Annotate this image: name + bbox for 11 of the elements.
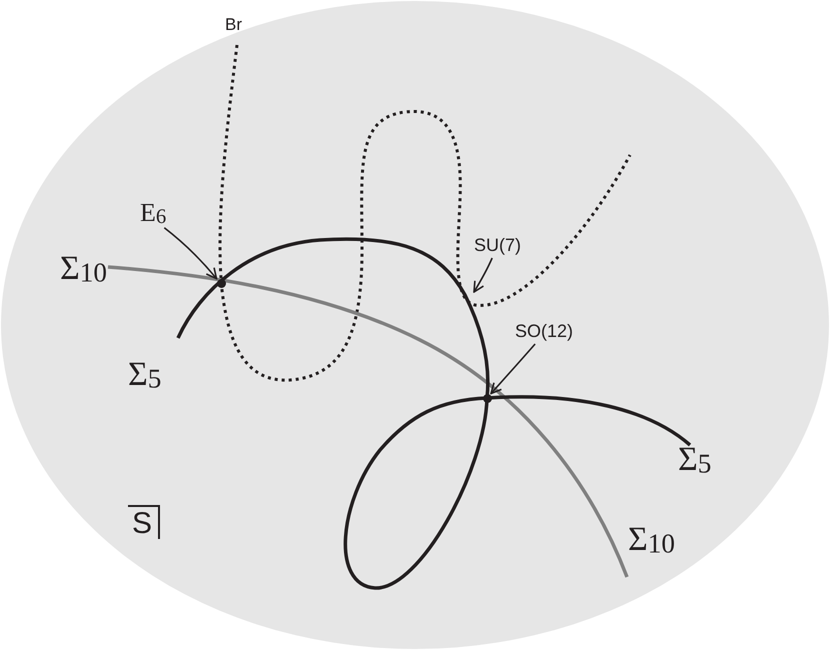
leader-arrow bbox=[473, 258, 493, 293]
point-label: E$_{6}$ bbox=[140, 200, 166, 228]
leader-arrow bbox=[164, 227, 218, 280]
point-label: SO(12) bbox=[515, 322, 574, 340]
curve-label: Σ$_{10}$ bbox=[60, 252, 107, 287]
curve-label: Σ$_{10}$ bbox=[628, 523, 675, 558]
curve-label: Σ$_{5}$ bbox=[678, 443, 712, 478]
point-label: SU(7) bbox=[474, 236, 522, 254]
curve-label: Br bbox=[225, 16, 242, 33]
leader-arrow bbox=[490, 343, 536, 394]
curve-label: Σ$_{5}$ bbox=[128, 358, 162, 393]
